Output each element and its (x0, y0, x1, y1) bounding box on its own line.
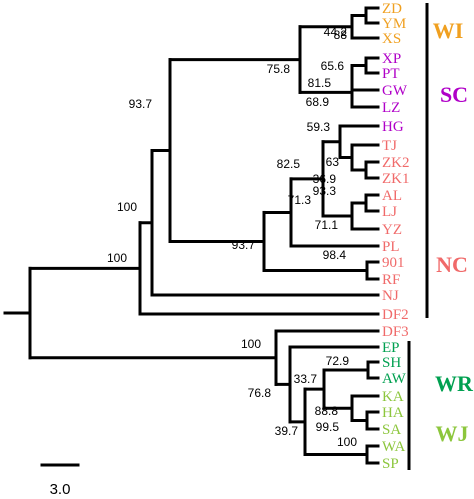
support-value: 100 (337, 435, 357, 449)
tree-branches (3, 6, 380, 465)
group-label-wi: WI (433, 18, 464, 43)
support-value: 88.8 (315, 404, 339, 418)
taxon-label: PT (382, 66, 400, 82)
support-value: 93.7 (129, 97, 153, 111)
support-value: 82.5 (277, 157, 301, 171)
taxon-label: SP (382, 456, 399, 472)
taxon-label: SH (382, 355, 401, 371)
support-value: 81.5 (308, 76, 332, 90)
support-values: 44.288 75.8 65.6 81.5 68.9 93.7 59.3 63 36.9 82.5… (107, 25, 357, 449)
taxon-label: HG (382, 119, 404, 135)
support-value: 75.8 (267, 62, 291, 76)
taxon-label: RF (382, 272, 400, 288)
support-value: 100 (117, 200, 137, 214)
support-value: 72.9 (326, 354, 350, 368)
taxon-label: XP (382, 51, 401, 67)
scale-bar: 3.0 (40, 463, 80, 498)
support-value: 71.1 (315, 218, 339, 232)
support-value: 59.3 (307, 120, 331, 134)
taxon-label: TJ (382, 138, 397, 154)
support-value: 76.8 (248, 386, 272, 400)
taxon-label: AW (382, 371, 407, 387)
support-value: 65.6 (321, 59, 345, 73)
group-label-wr: WR (435, 371, 474, 396)
support-value: 36.9 (313, 172, 337, 186)
taxon-label: 901 (382, 255, 405, 271)
taxon-label: SA (382, 422, 401, 438)
taxon-label: YZ (382, 222, 402, 238)
taxon-label: LZ (382, 100, 400, 116)
support-value: 33.7 (294, 372, 318, 386)
support-value: 39.7 (275, 424, 299, 438)
group-label-wj: WJ (436, 421, 469, 446)
group-label-sc: SC (440, 82, 468, 107)
scale-bar-label: 3.0 (50, 481, 71, 498)
taxon-label: DF2 (382, 307, 409, 323)
support-value: 71.3 (288, 193, 312, 207)
taxon-label: NJ (382, 288, 399, 304)
support-value: 93.3 (313, 184, 337, 198)
taxon-label: ZK1 (382, 171, 410, 187)
taxon-label: WA (382, 439, 405, 455)
support-value: 99.5 (316, 420, 340, 434)
support-value: 63 (326, 155, 340, 169)
group-label-nc: NC (436, 252, 468, 277)
support-value: 68.9 (306, 95, 330, 109)
group-brackets: WI SC NC WR WJ (407, 3, 474, 470)
support-value: 93.7 (232, 238, 256, 252)
support-value: 98.4 (323, 248, 347, 262)
support-value: 100 (107, 251, 127, 265)
taxon-label: GW (382, 83, 408, 99)
support-value: 88 (334, 28, 348, 42)
taxon-label: ZD (382, 1, 402, 17)
taxon-label: HA (382, 405, 404, 421)
taxon-label: AL (382, 188, 402, 204)
taxon-label: KA (382, 389, 404, 405)
support-value: 44.2 (324, 25, 348, 39)
taxon-label: PL (382, 239, 400, 255)
taxon-label: DF3 (382, 324, 409, 340)
taxon-label: LJ (382, 204, 397, 220)
taxon-label: XS (382, 31, 401, 47)
taxon-label: YM (382, 16, 406, 32)
support-value: 100 (241, 337, 261, 351)
taxon-label: ZK2 (382, 155, 410, 171)
taxon-label: EP (382, 340, 400, 356)
